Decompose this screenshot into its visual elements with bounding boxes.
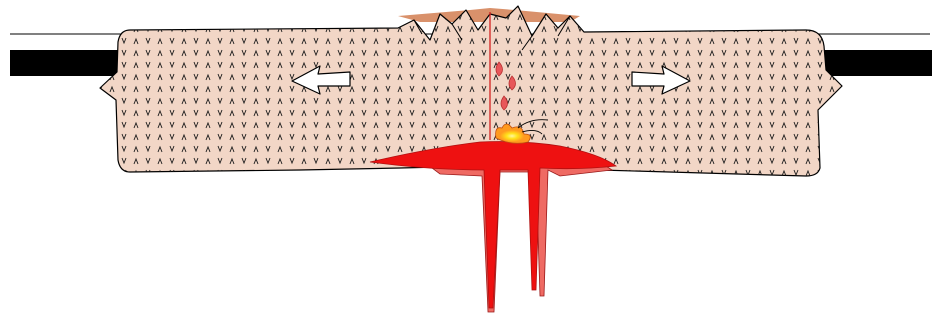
left-outer-plate — [10, 50, 122, 76]
right-outer-plate — [818, 50, 932, 76]
magma-chamber — [370, 142, 616, 309]
magma-sill-light — [432, 158, 612, 312]
